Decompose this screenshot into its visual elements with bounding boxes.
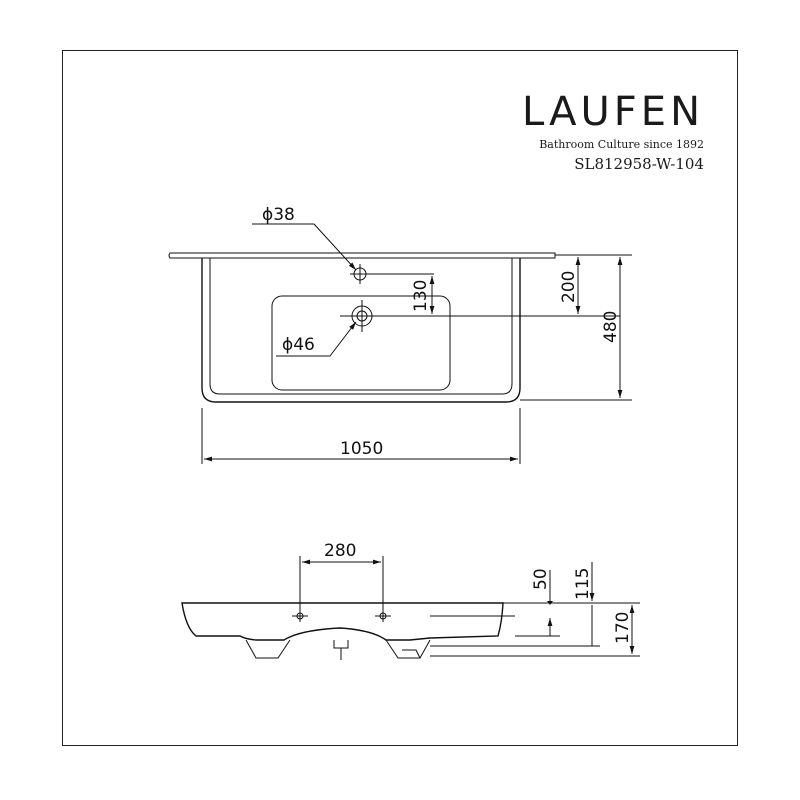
drain-diameter-label: ϕ46	[282, 335, 315, 355]
basin-front-profile	[181, 602, 504, 641]
bowl-outline	[271, 295, 451, 391]
tap-hole-diameter-label: ϕ38	[262, 205, 295, 225]
dim-130-label: 130	[411, 280, 431, 312]
dim-170-label: 170	[613, 612, 633, 644]
tap-hole-front-right-icon	[379, 612, 387, 620]
dim-280-label: 280	[324, 541, 356, 561]
brand-tagline: Bathroom Culture since 1892	[539, 138, 704, 151]
model-number: SL812958-W-104	[574, 155, 704, 173]
top-view: ϕ38 ϕ46 130 200 480 1050	[168, 205, 632, 464]
basin-inner-rim	[209, 258, 513, 395]
dim-1050-label: 1050	[340, 439, 383, 459]
dim-480-label: 480	[601, 311, 621, 343]
laufen-logo: LAUFEN	[521, 89, 704, 135]
title-block: LAUFEN Bathroom Culture since 1892 SL812…	[522, 88, 704, 173]
dim-115-label: 115	[573, 568, 593, 600]
dim-50-label: 50	[531, 568, 551, 590]
basin-outline	[201, 258, 521, 403]
wall-edge	[168, 252, 556, 259]
drawing-frame	[62, 50, 738, 746]
front-view: 280 50 115 170	[181, 541, 640, 660]
tap-hole-front-left-icon	[296, 612, 304, 620]
dim-200-label: 200	[559, 271, 579, 303]
